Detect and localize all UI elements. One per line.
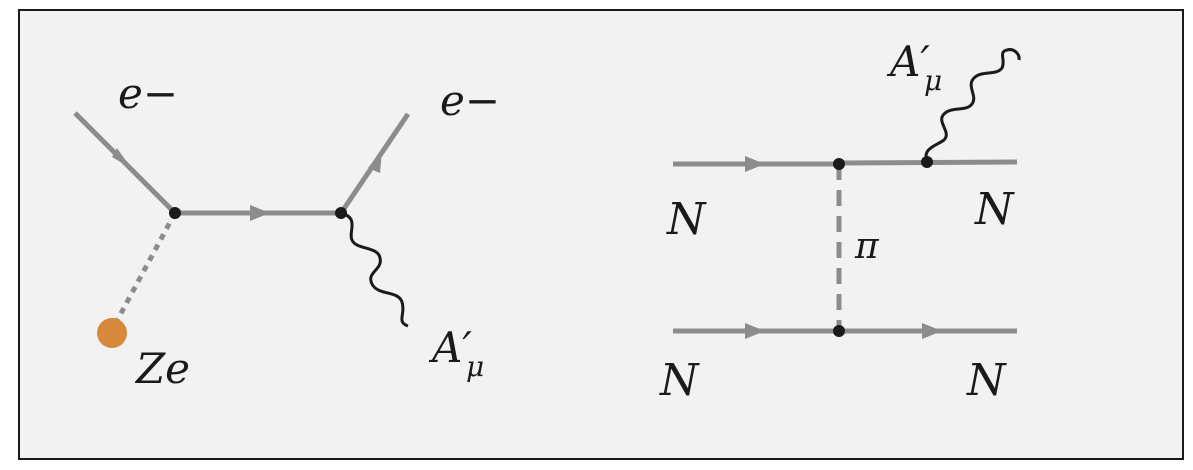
dark-photon-wavy-line [340, 211, 409, 328]
top-nucleon-arrow-in [745, 156, 765, 172]
label-nucleus: Ze [134, 344, 190, 393]
label-dark-photon-left: A′ [428, 323, 472, 372]
bremsstrahlung-diagram: e− e− Ze A′ μ [73, 69, 500, 393]
label-electron-out: e− [440, 76, 500, 125]
bottom-nucleon-arrow-in [745, 323, 765, 339]
label-nucleon-out-top: N [974, 184, 1015, 235]
label-dark-photon-left-sub: μ [466, 350, 484, 383]
vertex-left-2 [335, 207, 347, 219]
vertex-right-2 [833, 325, 845, 337]
propagator-arrow [250, 205, 270, 221]
nucleus-exchange-line [109, 211, 178, 332]
vertex-right-1 [833, 158, 845, 170]
nucleus-dot [97, 318, 127, 348]
vertex-left-1 [169, 207, 181, 219]
label-nucleon-out-bottom: N [966, 355, 1007, 406]
label-nucleon-in-bottom: N [659, 355, 700, 406]
label-pion: π [854, 226, 880, 267]
nucleon-bremsstrahlung-diagram: N N N N π A′ μ [659, 37, 1021, 406]
figure-panel [18, 9, 1184, 460]
dark-photon-wavy-line-right [924, 48, 1021, 163]
label-nucleon-in-top: N [666, 194, 707, 245]
vertex-right-3 [921, 156, 933, 168]
incoming-electron-arrow [112, 148, 131, 168]
label-electron-in: e− [118, 69, 178, 118]
bottom-nucleon-arrow-out [922, 323, 942, 339]
label-dark-photon-right-sub: μ [924, 64, 942, 97]
label-dark-photon-right: A′ [886, 37, 930, 86]
outgoing-electron-arrow [368, 150, 382, 173]
